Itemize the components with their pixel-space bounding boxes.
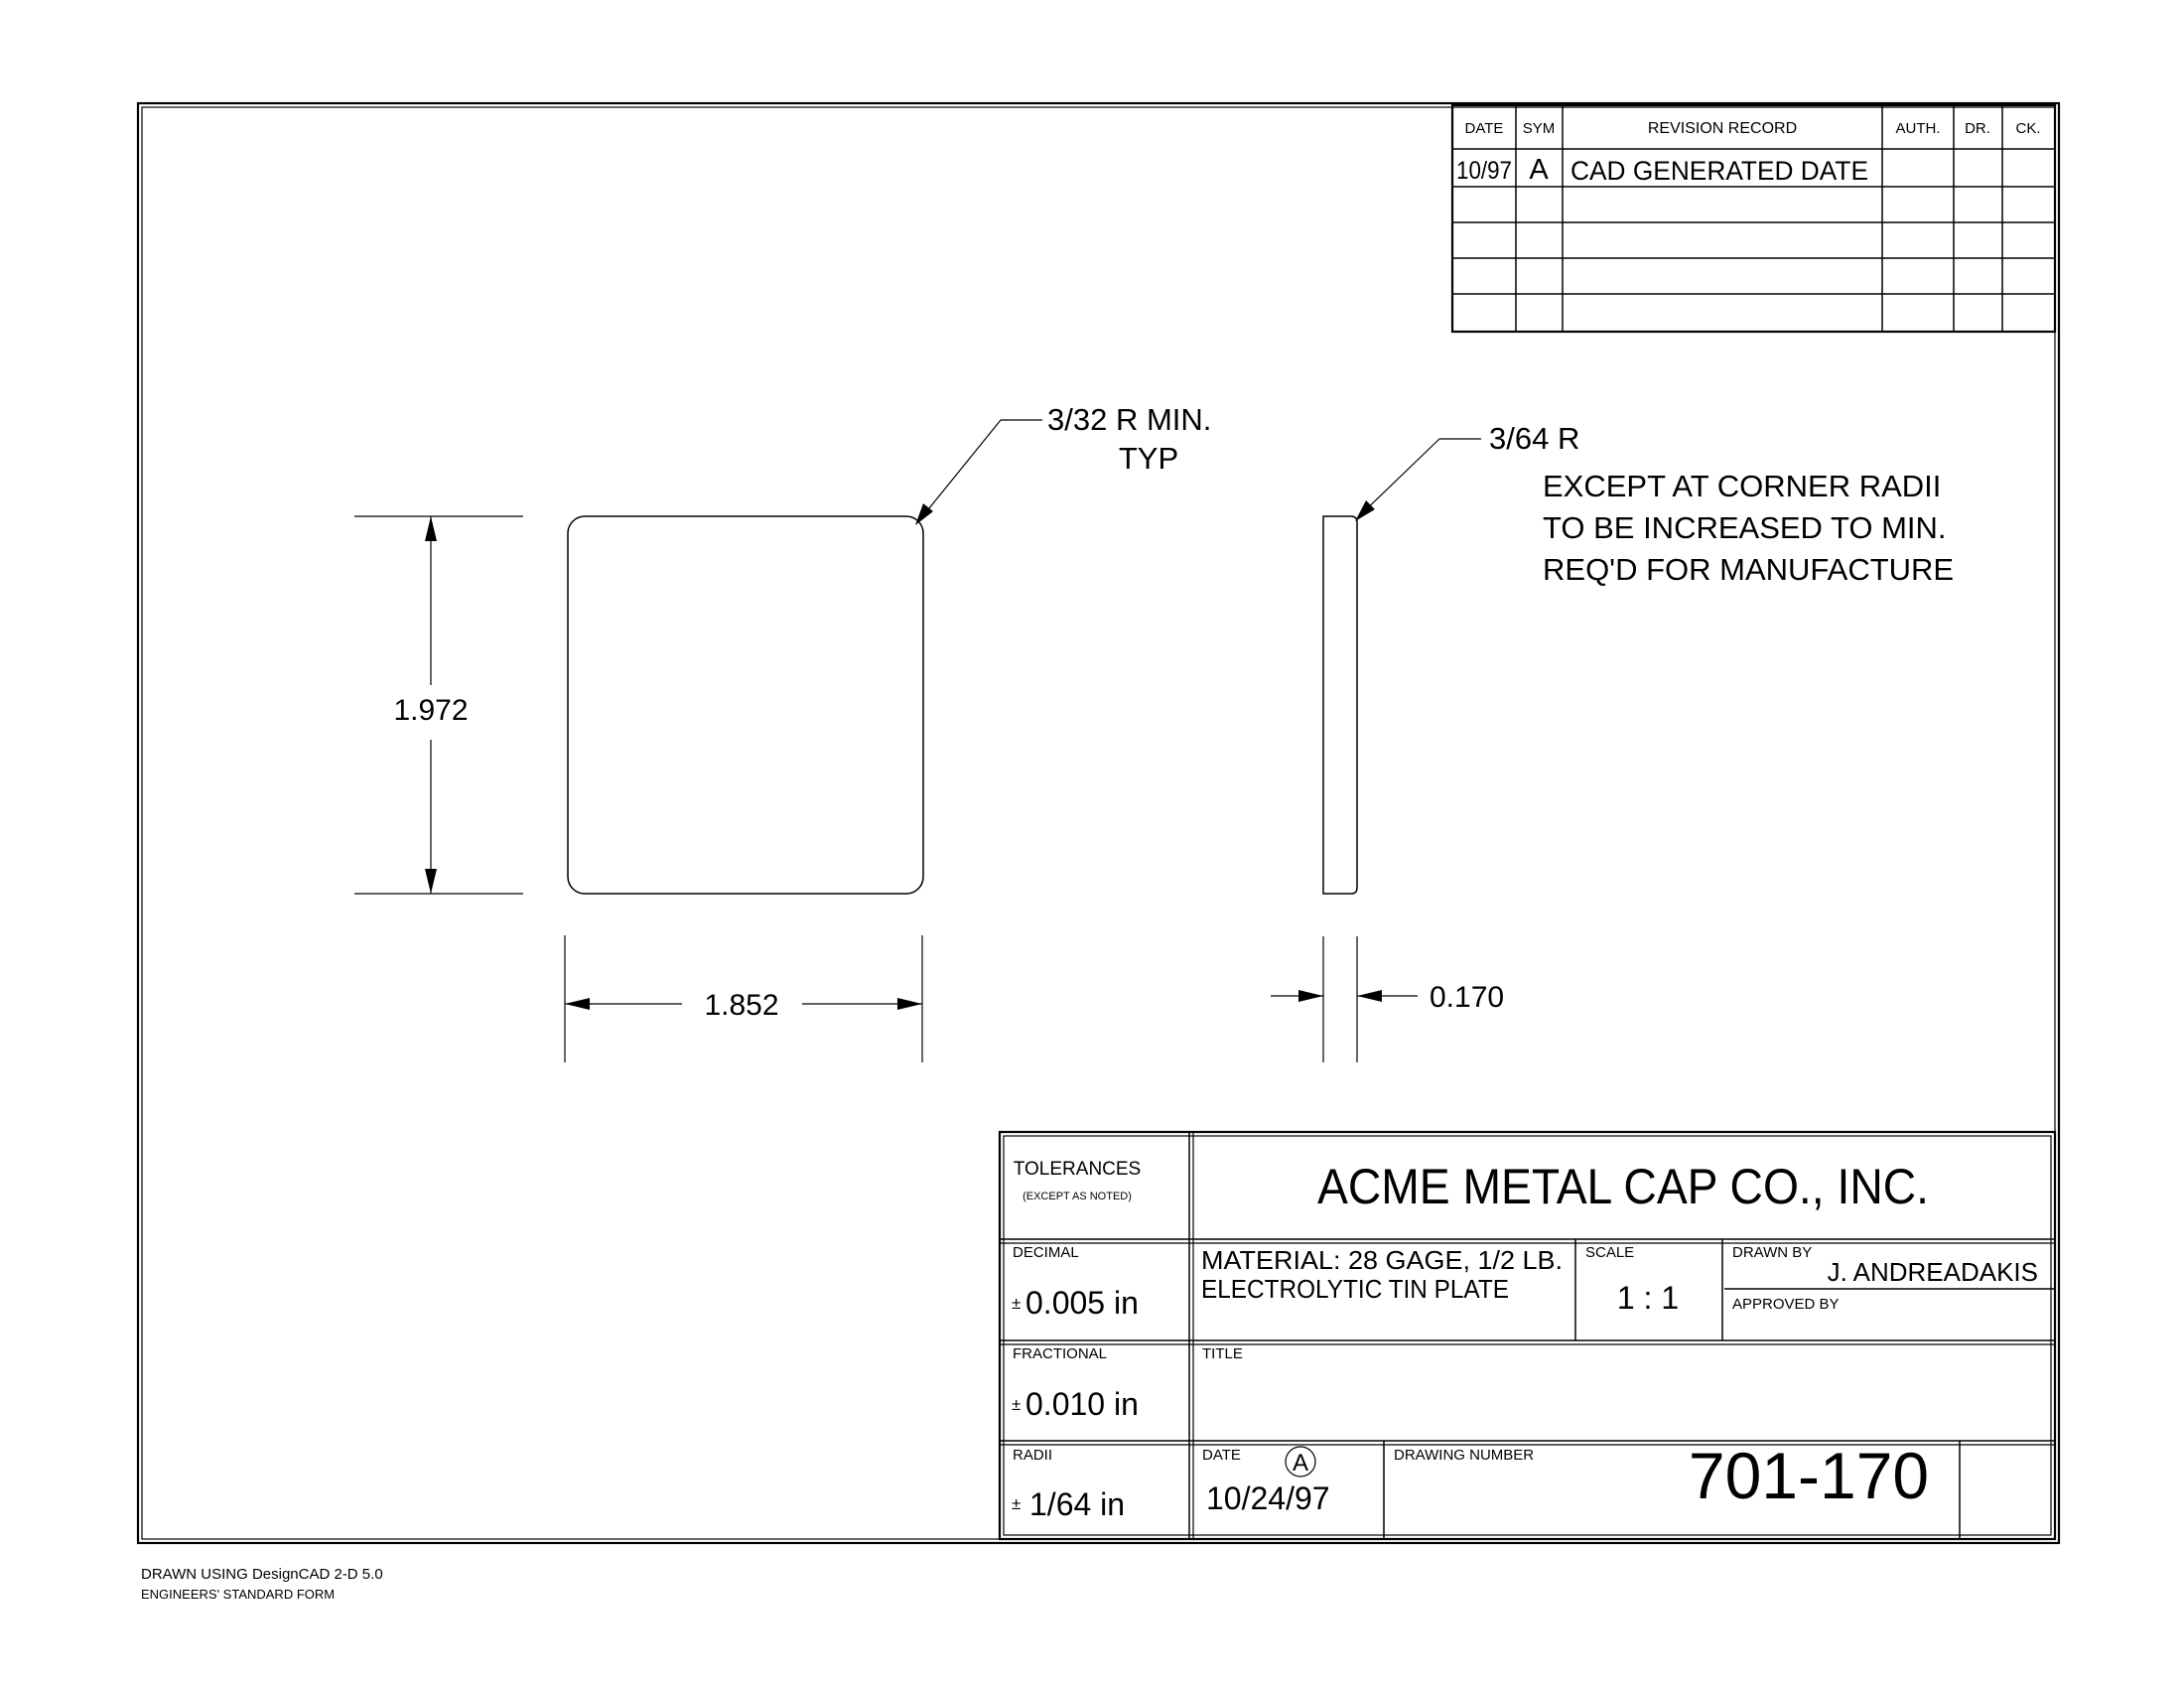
tolerances-sub: (EXCEPT AS NOTED) — [1023, 1191, 1132, 1202]
decimal-value: 0.005 in — [1025, 1285, 1139, 1321]
front-view: 1.972 1.852 3/32 R MIN. TYP — [354, 402, 1211, 1062]
rev-header-date: DATE — [1465, 120, 1504, 137]
footer: DRAWN USING DesignCAD 2-D 5.0 ENGINEERS'… — [141, 1566, 383, 1602]
company-name: ACME METAL CAP CO., INC. — [1317, 1159, 1929, 1214]
date-label: DATE — [1202, 1447, 1241, 1464]
material-line-1: MATERIAL: 28 GAGE, 1/2 LB. — [1201, 1245, 1563, 1275]
callout-corner-radius: 3/32 R MIN. — [1047, 402, 1211, 437]
decimal-label: DECIMAL — [1013, 1244, 1079, 1261]
plus-minus-icon: ± — [1012, 1494, 1021, 1513]
date-rev-symbol: A — [1293, 1450, 1308, 1477]
dim-arrow-up — [425, 516, 437, 541]
dim-arrow-down — [425, 869, 437, 894]
radii-value: 1/64 in — [1029, 1486, 1125, 1522]
dim-width-text: 1.852 — [704, 989, 778, 1022]
rev-header-dr: DR. — [1965, 120, 1990, 137]
date-value: 10/24/97 — [1206, 1480, 1330, 1516]
note-line-3: REQ'D FOR MANUFACTURE — [1543, 552, 1954, 587]
drawing-number: 701-170 — [1689, 1439, 1929, 1512]
radii-label: RADII — [1013, 1447, 1052, 1464]
plus-minus-icon: ± — [1012, 1395, 1021, 1414]
scale-label: SCALE — [1585, 1244, 1634, 1261]
dim-height-text: 1.972 — [393, 694, 468, 727]
rev-header-auth: AUTH. — [1896, 120, 1941, 137]
side-view: 0.170 3/64 R EXCEPT AT CORNER RADII TO B… — [1271, 421, 1954, 1062]
tolerances-label: TOLERANCES — [1014, 1159, 1141, 1180]
revision-row: 10/97 A CAD GENERATED DATE — [1456, 154, 1868, 186]
plus-minus-icon: ± — [1012, 1294, 1021, 1313]
drawn-by-label: DRAWN BY — [1732, 1244, 1812, 1261]
rev-row-date: 10/97 — [1456, 157, 1512, 185]
leader-arrow-corner — [915, 503, 933, 525]
rev-row-record: CAD GENERATED DATE — [1570, 156, 1868, 186]
plate-outline-side — [1322, 515, 1358, 895]
dim-arrow-thk-right — [1357, 990, 1382, 1002]
title-block: TOLERANCES (EXCEPT AS NOTED) ACME METAL … — [998, 1130, 2057, 1541]
dim-arrow-thk-left — [1298, 990, 1323, 1002]
dim-arrow-right — [897, 998, 922, 1010]
plate-outline-front — [567, 515, 924, 895]
material-line-2: ELECTROLYTIC TIN PLATE — [1201, 1274, 1509, 1304]
rev-header-ck: CK. — [2015, 120, 2040, 137]
leader-arrow-edge — [1355, 500, 1375, 521]
rev-row-sym: A — [1529, 154, 1549, 186]
callout-corner-typ: TYP — [1119, 441, 1178, 476]
note-line-1: EXCEPT AT CORNER RADII — [1543, 469, 1941, 503]
dim-arrow-left — [565, 998, 590, 1010]
callout-edge-radius: 3/64 R — [1489, 421, 1579, 456]
rev-header-sym: SYM — [1523, 120, 1556, 137]
fractional-value: 0.010 in — [1025, 1386, 1139, 1422]
note-line-2: TO BE INCREASED TO MIN. — [1543, 510, 1947, 545]
scale-value: 1 : 1 — [1617, 1280, 1679, 1316]
footer-line-2: ENGINEERS' STANDARD FORM — [141, 1587, 335, 1602]
footer-line-1: DRAWN USING DesignCAD 2-D 5.0 — [141, 1566, 383, 1583]
approved-by-label: APPROVED BY — [1732, 1296, 1840, 1313]
dim-thickness-text: 0.170 — [1430, 981, 1504, 1014]
revision-circle-icon — [1285, 1446, 1316, 1477]
drawn-by-value: J. ANDREADAKIS — [1828, 1257, 2038, 1287]
sheet-border — [136, 101, 2061, 1545]
title-label: TITLE — [1202, 1345, 1243, 1362]
revision-record-table: DATE SYM REVISION RECORD AUTH. DR. CK. 1… — [1450, 103, 2057, 334]
drawing-number-label: DRAWING NUMBER — [1394, 1447, 1534, 1464]
rev-header-record: REVISION RECORD — [1648, 120, 1797, 137]
fractional-label: FRACTIONAL — [1013, 1345, 1107, 1362]
